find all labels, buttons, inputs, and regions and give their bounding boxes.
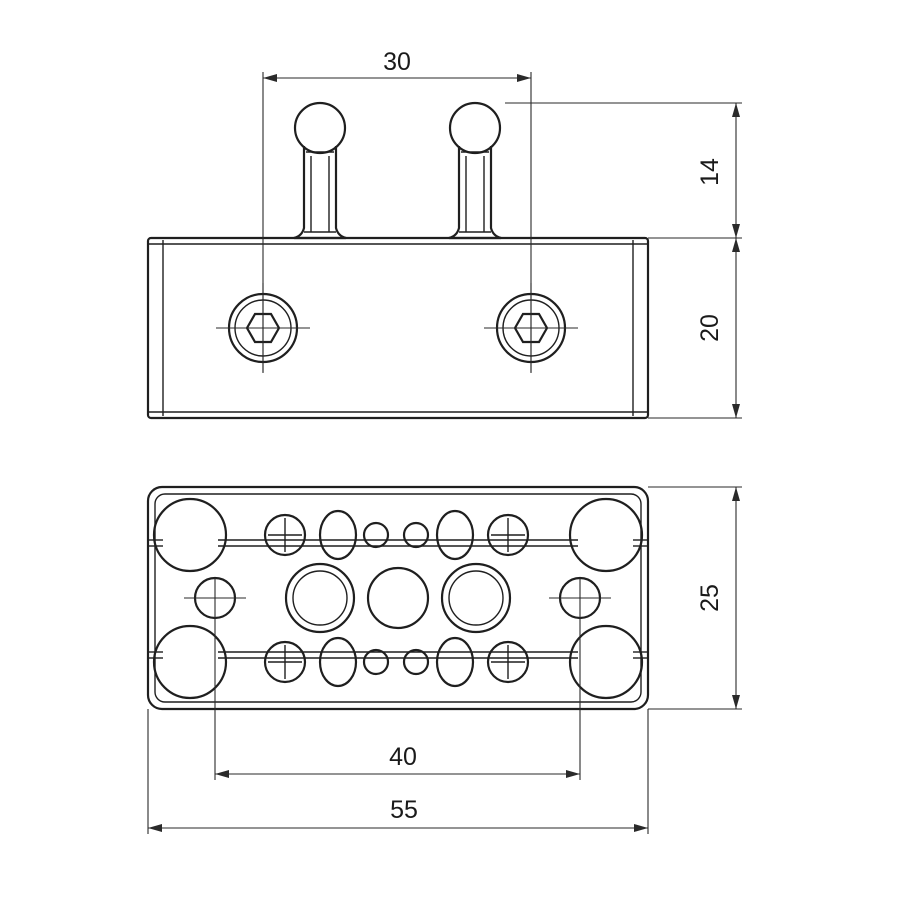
dimension-post-height: 14: [505, 102, 742, 239]
corner-hole: [568, 624, 644, 700]
dimension-label-40: 40: [389, 743, 417, 771]
dimension-label-20: 20: [696, 314, 724, 342]
dimension-label-14: 14: [696, 158, 724, 186]
dimension-hole-spacing: 40: [214, 578, 581, 780]
dimension-label-30: 30: [383, 48, 411, 76]
dimension-base-depth: 25: [648, 486, 742, 710]
dimension-label-55: 55: [390, 796, 418, 824]
ball-post-left: [293, 101, 347, 240]
corner-hole: [152, 497, 228, 573]
upper-opening-row: [263, 509, 530, 561]
dimension-label-25: 25: [696, 584, 724, 612]
dimension-post-spacing: 30: [262, 48, 532, 372]
middle-hole-row: [184, 562, 611, 634]
ball-post-right: [448, 101, 502, 240]
lower-opening-row: [263, 636, 530, 688]
corner-hole: [568, 497, 644, 573]
front-body: [146, 236, 650, 420]
front-view: [146, 101, 650, 420]
corner-hole: [152, 624, 228, 700]
bottom-view: [146, 485, 650, 711]
dimension-body-height: 20: [648, 238, 742, 419]
dimension-overall-width: 55: [147, 709, 649, 834]
